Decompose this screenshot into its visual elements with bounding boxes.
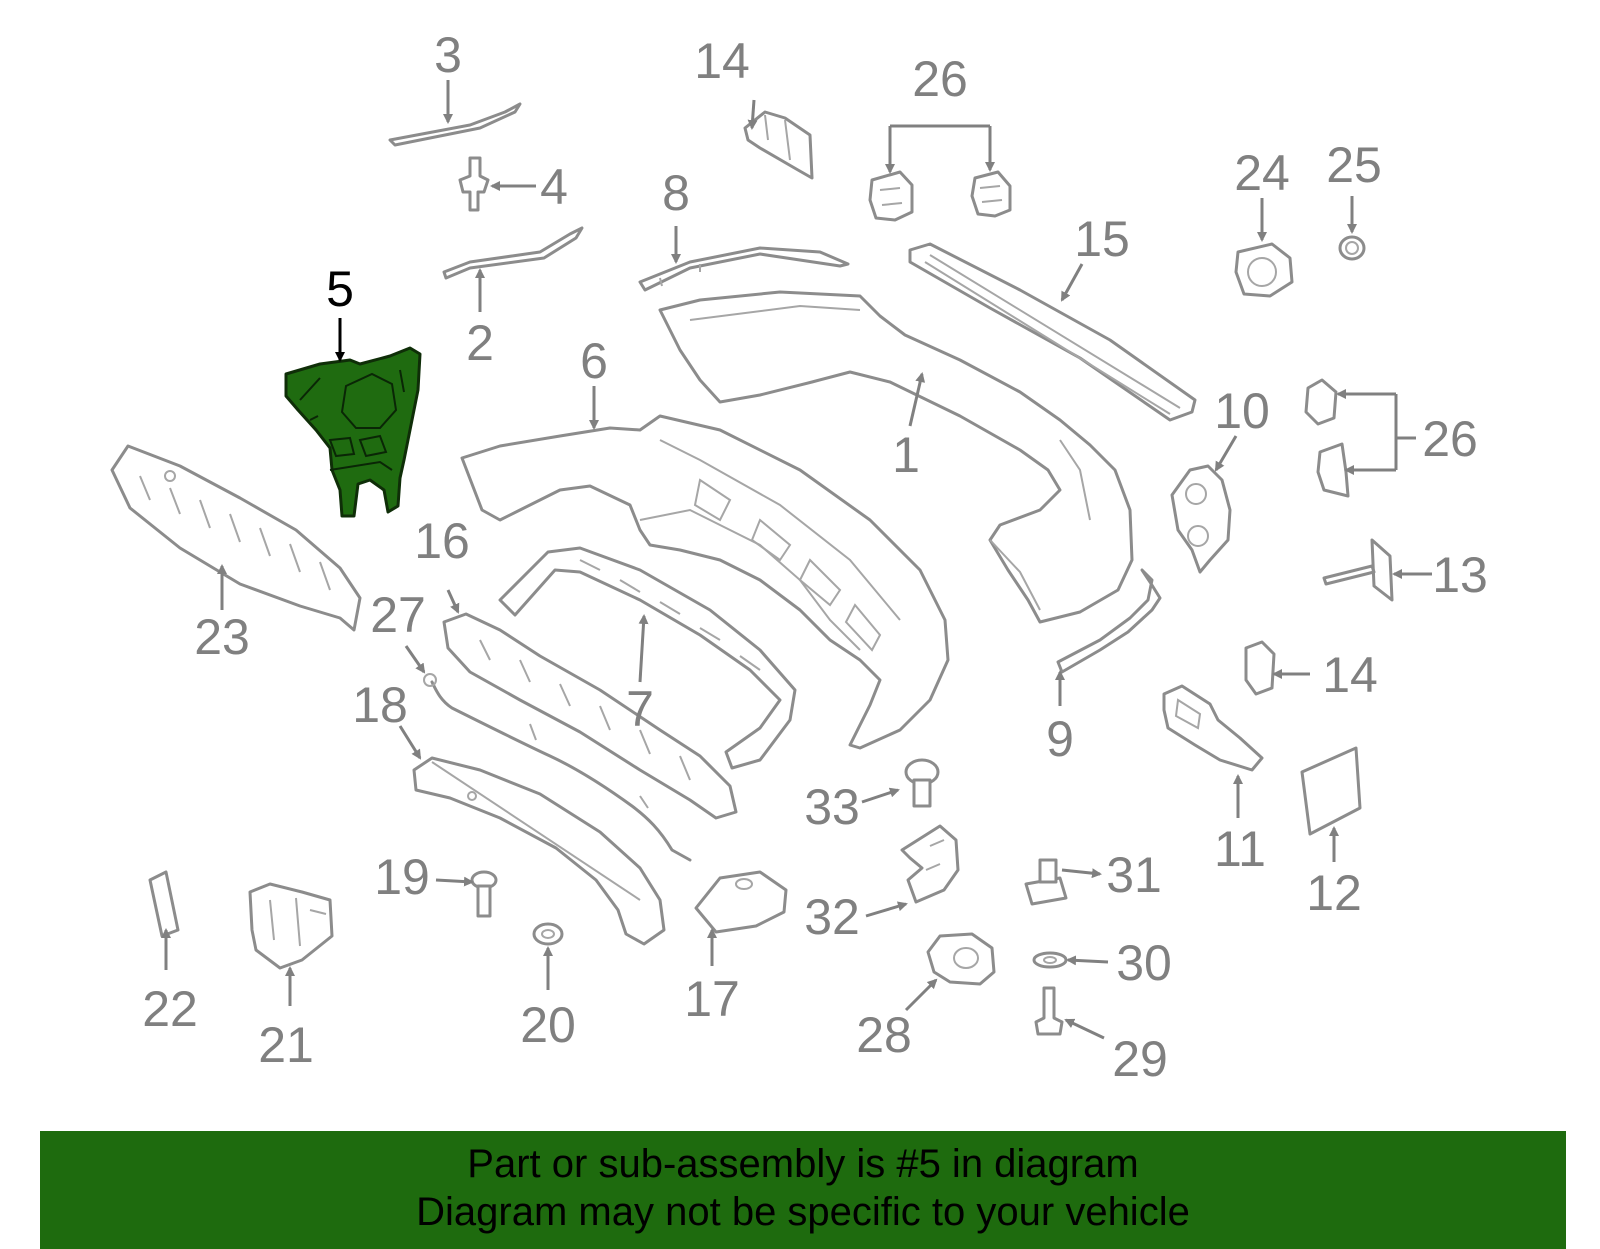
callout-33[interactable]: 33 bbox=[804, 779, 860, 835]
callout-32[interactable]: 32 bbox=[804, 889, 860, 945]
banner-part-info-text: Part or sub-assembly is #5 in diagram bbox=[467, 1142, 1139, 1186]
callout-21[interactable]: 21 bbox=[258, 1017, 314, 1073]
part-10-bracket[interactable] bbox=[1170, 464, 1232, 574]
callout-7[interactable]: 7 bbox=[626, 681, 654, 737]
callout-27[interactable]: 27 bbox=[370, 587, 426, 643]
part-5-highlighted-bracket[interactable] bbox=[284, 346, 422, 518]
info-banner: Part or sub-assembly is #5 in diagram Di… bbox=[40, 1131, 1566, 1249]
callout-9[interactable]: 9 bbox=[1046, 711, 1074, 767]
callout-24[interactable]: 24 bbox=[1234, 145, 1290, 201]
part-23-impact-absorber[interactable] bbox=[110, 444, 362, 632]
part-17-block[interactable] bbox=[694, 870, 788, 934]
part-9-side-trim[interactable] bbox=[1056, 568, 1162, 674]
part-25-grommet[interactable] bbox=[1338, 235, 1366, 261]
callout-18[interactable]: 18 bbox=[352, 677, 408, 733]
part-16-mount-rail[interactable] bbox=[442, 612, 738, 820]
part-20-push-nut[interactable] bbox=[532, 922, 564, 946]
part-1-bumper-cover[interactable] bbox=[658, 290, 1134, 624]
callout-3[interactable]: 3 bbox=[434, 27, 462, 83]
part-24-parking-sensor[interactable] bbox=[1234, 242, 1294, 298]
callout-20[interactable]: 20 bbox=[520, 997, 576, 1053]
part-26-clips-right[interactable] bbox=[1304, 378, 1350, 498]
callout-8[interactable]: 8 bbox=[662, 165, 690, 221]
part-31-nut[interactable] bbox=[1024, 858, 1068, 906]
callout-29[interactable]: 29 bbox=[1112, 1031, 1168, 1087]
part-8-upper-trim[interactable] bbox=[638, 246, 850, 292]
callout-16[interactable]: 16 bbox=[414, 513, 470, 569]
callout-4[interactable]: 4 bbox=[540, 159, 568, 215]
part-29-bolt[interactable] bbox=[1034, 986, 1064, 1036]
callout-6[interactable]: 6 bbox=[580, 333, 608, 389]
banner-disclaimer-text: Diagram may not be specific to your vehi… bbox=[416, 1190, 1190, 1234]
callout-1[interactable]: 1 bbox=[892, 427, 920, 483]
callout-22[interactable]: 22 bbox=[142, 981, 198, 1037]
callout-labels: 3 4 2 5 6 14 8 26 15 1 24 25 10 26 13 14… bbox=[142, 27, 1488, 1087]
part-7-lower-trim-frame[interactable] bbox=[498, 546, 797, 770]
callout-2[interactable]: 2 bbox=[466, 315, 494, 371]
part-14-cap-right[interactable] bbox=[1244, 640, 1276, 696]
callout-28[interactable]: 28 bbox=[856, 1007, 912, 1063]
part-13-pin[interactable] bbox=[1322, 538, 1394, 602]
callout-11[interactable]: 11 bbox=[1214, 821, 1266, 877]
part-4-push-clip[interactable] bbox=[458, 156, 490, 212]
callout-19[interactable]: 19 bbox=[374, 849, 430, 905]
part-27-wiring-harness[interactable] bbox=[423, 673, 692, 862]
callout-12[interactable]: 12 bbox=[1306, 865, 1362, 921]
part-21-mount[interactable] bbox=[248, 882, 334, 970]
part-12-plate[interactable] bbox=[1300, 746, 1362, 836]
callout-10[interactable]: 10 bbox=[1214, 383, 1270, 439]
callout-14-right[interactable]: 14 bbox=[1322, 647, 1378, 703]
part-26-clips-top[interactable] bbox=[868, 170, 1012, 222]
callout-26-top[interactable]: 26 bbox=[912, 51, 968, 107]
part-2-trim-strip[interactable] bbox=[442, 226, 584, 280]
part-11-bracket[interactable] bbox=[1162, 684, 1264, 772]
callout-23[interactable]: 23 bbox=[194, 609, 250, 665]
part-28-sleeve[interactable] bbox=[926, 932, 996, 986]
callout-14-top[interactable]: 14 bbox=[694, 33, 750, 89]
leader-lines bbox=[161, 80, 1432, 1040]
callout-30[interactable]: 30 bbox=[1116, 935, 1172, 991]
part-30-washer[interactable] bbox=[1032, 951, 1068, 969]
part-22-pad[interactable] bbox=[148, 870, 180, 938]
callout-17[interactable]: 17 bbox=[684, 971, 740, 1027]
callout-15[interactable]: 15 bbox=[1074, 211, 1130, 267]
part-33-clip[interactable] bbox=[904, 758, 940, 808]
callout-31[interactable]: 31 bbox=[1106, 847, 1162, 903]
parts-diagram: 3 4 2 5 6 14 8 26 15 1 24 25 10 26 13 14… bbox=[110, 27, 1488, 1087]
part-6-lower-cover[interactable] bbox=[460, 414, 950, 750]
callout-25[interactable]: 25 bbox=[1326, 137, 1382, 193]
callout-26-right[interactable]: 26 bbox=[1422, 411, 1478, 467]
part-14-bracket-top[interactable] bbox=[743, 110, 814, 180]
part-32-bracket[interactable] bbox=[900, 824, 960, 904]
callout-13[interactable]: 13 bbox=[1432, 547, 1488, 603]
part-19-bolt[interactable] bbox=[470, 870, 498, 918]
part-15-step-plate[interactable] bbox=[908, 242, 1197, 422]
callout-5[interactable]: 5 bbox=[326, 261, 354, 317]
part-3-trim-strip[interactable] bbox=[388, 102, 522, 147]
part-18-reinforcement-beam[interactable] bbox=[412, 756, 666, 946]
